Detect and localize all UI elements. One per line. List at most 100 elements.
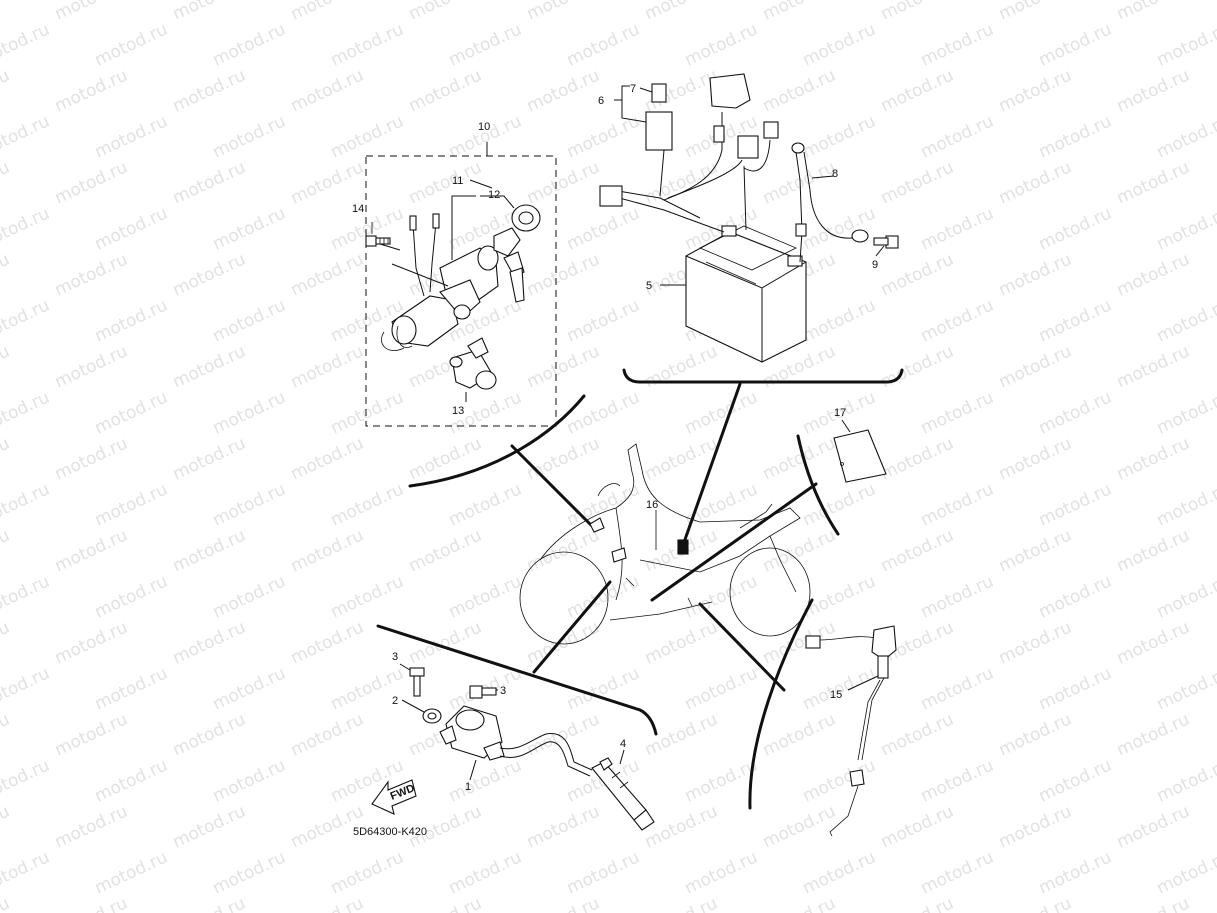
drawing-code: 5D64300-K420 [353, 826, 427, 838]
watermark-text: motod.ru [800, 571, 879, 622]
watermark-text: motod.ru [0, 479, 53, 530]
watermark-text: motod.ru [1154, 111, 1217, 162]
watermark-text: motod.ru [642, 0, 721, 25]
watermark-text: motod.ru [406, 525, 485, 576]
watermark-text: motod.ru [800, 203, 879, 254]
watermark-text: motod.ru [0, 525, 13, 576]
callout-14: 14 [352, 203, 364, 215]
watermark-text: motod.ru [1036, 847, 1115, 898]
main-switch-group [365, 142, 557, 427]
watermark-text: motod.ru [1036, 387, 1115, 438]
watermark-text: motod.ru [406, 433, 485, 484]
watermark-text: motod.ru [564, 19, 643, 70]
watermark-text: motod.ru [92, 571, 171, 622]
watermark-text: motod.ru [170, 617, 249, 668]
watermark-text: motod.ru [760, 709, 839, 760]
watermark-text: motod.ru [406, 893, 485, 913]
watermark-text: motod.ru [642, 433, 721, 484]
watermark-text: motod.ru [0, 847, 53, 898]
watermark-text: motod.ru [1154, 571, 1217, 622]
watermark-text: motod.ru [918, 755, 997, 806]
watermark-text: motod.ru [682, 19, 761, 70]
watermark-text: motod.ru [328, 19, 407, 70]
zone-outlines [376, 368, 904, 810]
watermark-text: motod.ru [524, 893, 603, 913]
watermark-text: motod.ru [642, 617, 721, 668]
watermark-text: motod.ru [564, 571, 643, 622]
callout-5: 5 [646, 280, 652, 292]
watermark-text: motod.ru [996, 341, 1075, 392]
watermark-text: motod.ru [52, 617, 131, 668]
watermark-text: motod.ru [92, 755, 171, 806]
watermark-text: motod.ru [288, 341, 367, 392]
fuse-holder-6 [645, 111, 673, 151]
watermark-text: motod.ru [92, 479, 171, 530]
watermark-text: motod.ru [0, 709, 13, 760]
plate-17 [833, 419, 887, 483]
watermark-text: motod.ru [170, 0, 249, 25]
watermark-text: motod.ru [760, 0, 839, 25]
watermark-text: motod.ru [328, 571, 407, 622]
watermark-text: motod.ru [1154, 755, 1217, 806]
bolt-9 [873, 235, 899, 249]
watermark-text: motod.ru [92, 387, 171, 438]
watermark-text: motod.ru [0, 0, 13, 25]
watermark-text: motod.ru [210, 203, 289, 254]
watermark-text: motod.ru [52, 157, 131, 208]
watermark-text: motod.ru [170, 893, 249, 913]
watermark-text: motod.ru [996, 157, 1075, 208]
watermark-text: motod.ru [996, 0, 1075, 25]
watermark-text: motod.ru [524, 801, 603, 852]
watermark-text: motod.ru [918, 571, 997, 622]
watermark-text: motod.ru [328, 203, 407, 254]
key-12 [493, 204, 541, 303]
watermark-text: motod.ru [288, 249, 367, 300]
watermark-text: motod.ru [800, 295, 879, 346]
watermark-text: motod.ru [878, 433, 957, 484]
watermark-text: motod.ru [878, 341, 957, 392]
watermark-text: motod.ru [0, 571, 53, 622]
watermark-text: motod.ru [170, 525, 249, 576]
watermark-text: motod.ru [682, 847, 761, 898]
watermark-text: motod.ru [996, 801, 1075, 852]
watermark-text: motod.ru [52, 0, 131, 25]
watermark-text: motod.ru [918, 295, 997, 346]
watermark-text: motod.ru [0, 755, 53, 806]
main-switch-11 [381, 245, 499, 351]
watermark-text: motod.ru [0, 295, 53, 346]
watermark-text: motod.ru [170, 65, 249, 116]
watermark-text: motod.ru [564, 295, 643, 346]
watermark-text: motod.ru [0, 433, 13, 484]
watermark-text: motod.ru [92, 111, 171, 162]
watermark-text: motod.ru [642, 157, 721, 208]
watermark-text: motod.ru [288, 709, 367, 760]
callout-3-right: 3 [500, 685, 506, 697]
watermark-text: motod.ru [52, 249, 131, 300]
watermark-text: motod.ru [524, 341, 603, 392]
watermark-text: motod.ru [1114, 0, 1193, 25]
watermark-text: motod.ru [682, 387, 761, 438]
washer-2 [422, 708, 442, 724]
screw-3-left [409, 667, 425, 697]
watermark-text: motod.ru [682, 663, 761, 714]
watermark-text: motod.ru [210, 479, 289, 530]
watermark-text: motod.ru [92, 203, 171, 254]
watermark-text: motod.ru [170, 341, 249, 392]
watermark-text: motod.ru [1154, 295, 1217, 346]
watermark-text: motod.ru [996, 433, 1075, 484]
watermark-text: motod.ru [918, 111, 997, 162]
watermark-text: motod.ru [210, 111, 289, 162]
callout-labels: 1 2 3 3 4 5 6 7 8 9 10 11 12 13 14 15 16… [352, 83, 878, 793]
watermark-text: motod.ru [1036, 663, 1115, 714]
watermark-text: motod.ru [996, 525, 1075, 576]
callout-13: 13 [452, 405, 464, 417]
watermark-text: motod.ru [1114, 617, 1193, 668]
watermark-text: motod.ru [1154, 203, 1217, 254]
watermark-text: motod.ru [524, 525, 603, 576]
watermark-text: motod.ru [92, 295, 171, 346]
watermark-text: motod.ru [406, 65, 485, 116]
watermark-text: motod.ru [996, 65, 1075, 116]
watermark-text: motod.ru [1154, 663, 1217, 714]
watermark-text: motod.ru [1114, 525, 1193, 576]
callout-17: 17 [834, 407, 846, 419]
